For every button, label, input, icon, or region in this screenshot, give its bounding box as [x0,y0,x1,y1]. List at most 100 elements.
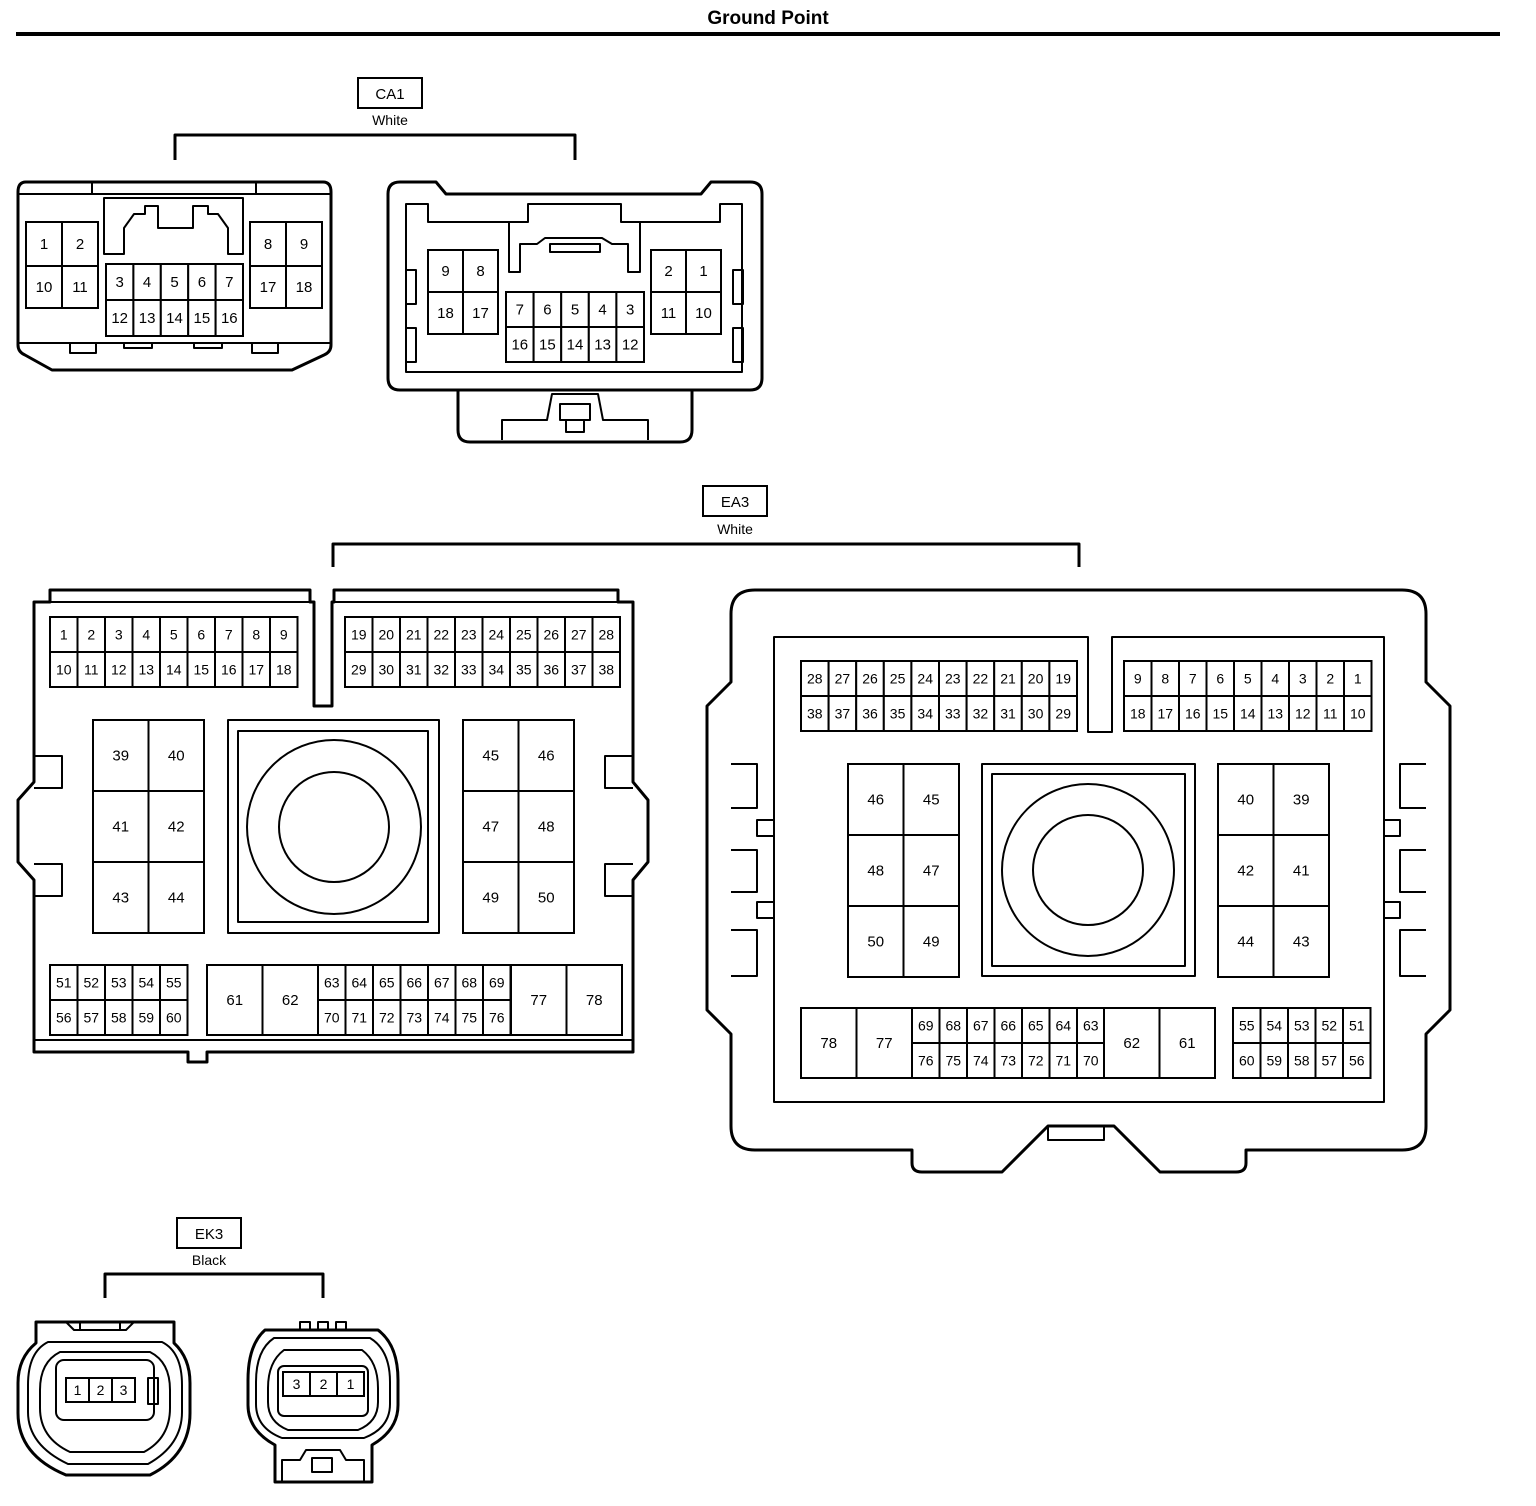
ea3-pin: 41 [92,790,150,863]
pin-number: 61 [226,992,243,1009]
pin-number: 50 [538,890,555,907]
pin-cell-outline [685,249,722,293]
pin-cell-outline [1343,695,1373,732]
ea3-pin: 7 [214,616,244,653]
pin-cell-outline [827,660,858,697]
pin-number: 19 [351,627,367,643]
ea3-pin: 38 [800,695,830,732]
pin-number: 7 [1189,671,1197,687]
pin-number: 75 [461,1010,477,1026]
page-title: Ground Point [707,8,829,29]
pin-number: 64 [351,975,367,991]
ea3-pin: 39 [92,719,150,792]
ea3-pin: 47 [902,834,960,907]
pin-number: 10 [56,662,72,678]
ea3-pin: 67 [966,1007,996,1044]
ea3-pin: 35 [882,695,913,732]
pin-number: 14 [1240,706,1256,722]
ea3-pin: 21 [399,616,429,653]
ea3-bracket [331,542,1081,567]
ca1-pin: 12 [105,299,135,337]
ea3-pin: 30 [1020,695,1051,732]
pin-number: 3 [115,627,123,643]
ea3-pin: 46 [847,763,905,836]
pin-number: 47 [482,819,499,836]
ea3-pin: 3 [104,616,134,653]
ea3-pin: 11 [1315,695,1345,732]
pin-number: 36 [543,662,559,678]
ea3-pin: 37 [827,695,858,732]
ea3-pin: 55 [159,964,189,1001]
pin-number: 31 [1000,706,1016,722]
ea3-left-connector [16,588,650,1064]
pin-number: 6 [1216,671,1224,687]
ea3-pin: 56 [49,999,79,1036]
pin-number: 69 [918,1018,934,1034]
ea3-pin: 72 [1021,1042,1051,1079]
ea3-pin: 22 [426,616,456,653]
pin-cell-outline [1342,1042,1372,1079]
ea3-pin: 40 [1217,763,1275,836]
ea3-pin: 71 [1048,1042,1078,1079]
pin-cell-outline [159,964,189,1001]
pin-cell-outline [1314,1042,1344,1079]
pin-cell-outline [462,790,520,863]
pin-cell-outline [131,964,161,1001]
pin-number: 55 [1239,1018,1255,1034]
ea3-pin: 58 [1287,1042,1317,1079]
ea3-pin: 68 [454,964,484,1001]
ea3-pin: 48 [847,834,905,907]
ca1-pin: 17 [249,265,287,309]
ea3-pin: 24 [481,616,511,653]
ca1-pin: 1 [25,221,63,267]
pin-cell-outline [800,1007,858,1079]
pin-number: 55 [166,975,182,991]
ea3-pin: 76 [482,999,512,1036]
ea3-pin: 78 [565,964,623,1036]
pin-number: 70 [324,1010,340,1026]
ca1-color: White [372,112,408,128]
pin-number: 17 [1157,706,1173,722]
pin-number: 10 [36,279,53,296]
pin-cell-outline [49,651,79,688]
pin-number: 4 [142,627,150,643]
pin-cell-outline [1272,763,1330,836]
ea3-pin: 40 [147,719,205,792]
ea3-pin: 54 [131,964,161,1001]
ea3-pin: 25 [882,660,913,697]
ea3-pin: 4 [1260,660,1290,697]
pin-number: 77 [876,1035,893,1052]
pin-number: 62 [282,992,299,1009]
ca1-pin: 1 [685,249,722,293]
pin-cell-outline [910,695,941,732]
pin-number: 48 [867,863,884,880]
ea3-pin: 29 [1048,695,1079,732]
ea3-pin: 16 [1178,695,1208,732]
pin-number: 18 [437,305,454,322]
ea3-pin: 17 [1150,695,1180,732]
pin-number: 4 [598,302,606,319]
ea3-pin: 13 [131,651,161,688]
pin-number: 58 [1294,1053,1310,1069]
pin-number: 41 [1293,863,1310,880]
ea3-pin: 44 [1217,905,1275,978]
ea3-pin: 75 [454,999,484,1036]
ea3-pin: 78 [800,1007,858,1079]
pin-number: 2 [97,1382,105,1398]
ca1-pin: 18 [427,291,464,335]
pin-cell-outline [1158,1007,1216,1079]
pin-number: 10 [695,305,712,322]
pin-cell-outline [1272,834,1330,907]
pin-cell-outline [1232,1007,1262,1044]
ea3-pin: 73 [399,999,429,1036]
pin-number: 44 [1237,934,1254,951]
pin-number: 2 [87,627,95,643]
pin-cell-outline [1020,695,1051,732]
pin-number: 59 [138,1010,154,1026]
ea3-pin: 12 [1288,695,1318,732]
ea3-pin: 32 [426,651,456,688]
ca1-pin: 5 [159,263,190,301]
pin-cell-outline [902,905,960,978]
pin-cell-outline [25,221,63,267]
ca1-pin: 11 [61,265,99,309]
